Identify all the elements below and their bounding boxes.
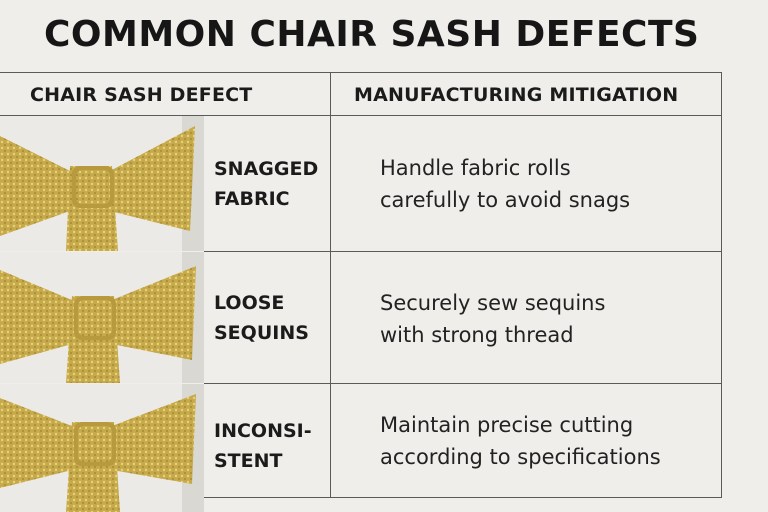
header-chair-sash-defect: CHAIR SASH DEFECT — [30, 84, 253, 106]
table-row-1-mitigation: Handle fabric rolls carefully to avoid s… — [380, 152, 710, 216]
gold-sequin-chair-sash-photo — [0, 252, 204, 383]
mitigation-line: Maintain precise cutting — [380, 413, 634, 437]
defect-line: STENT — [214, 450, 283, 472]
table-bottom-rule — [204, 497, 722, 498]
defect-line: FABRIC — [214, 188, 290, 210]
mitigation-line: with strong thread — [380, 323, 574, 347]
mitigation-line: carefully to avoid snags — [380, 188, 631, 212]
table-row-2-photo — [0, 252, 204, 383]
defect-line: SEQUINS — [214, 322, 309, 344]
mitigation-line: Handle fabric rolls — [380, 156, 571, 180]
table-top-rule — [0, 72, 722, 73]
table-row-2-mitigation: Securely sew sequins with strong thread — [380, 287, 710, 351]
gold-sequin-chair-sash-photo — [0, 384, 204, 512]
table-row-rule-1 — [204, 251, 722, 252]
table-right-border — [721, 72, 722, 498]
mitigation-line: Securely sew sequins — [380, 291, 606, 315]
table-header-rule — [0, 115, 722, 116]
defect-line: SNAGGED — [214, 158, 319, 180]
table-row-1-defect: SNAGGED FABRIC — [214, 154, 326, 214]
gold-sequin-chair-sash-photo — [0, 116, 204, 251]
table-row-2-defect: LOOSE SEQUINS — [214, 288, 326, 348]
table-column-divider — [330, 72, 331, 498]
page-title: COMMON CHAIR SASH DEFECTS — [44, 14, 700, 55]
table-row-3-mitigation: Maintain precise cutting according to sp… — [380, 409, 710, 473]
table-row-3-defect: INCONSI- STENT — [214, 416, 326, 476]
header-manufacturing-mitigation: MANUFACTURING MITIGATION — [354, 84, 679, 106]
defect-line: LOOSE — [214, 292, 285, 314]
defect-line: INCONSI- — [214, 420, 312, 442]
table-row-rule-2 — [204, 383, 722, 384]
table-row-3-photo — [0, 384, 204, 512]
table-row-1-photo — [0, 116, 204, 251]
mitigation-line: according to specifications — [380, 445, 661, 469]
